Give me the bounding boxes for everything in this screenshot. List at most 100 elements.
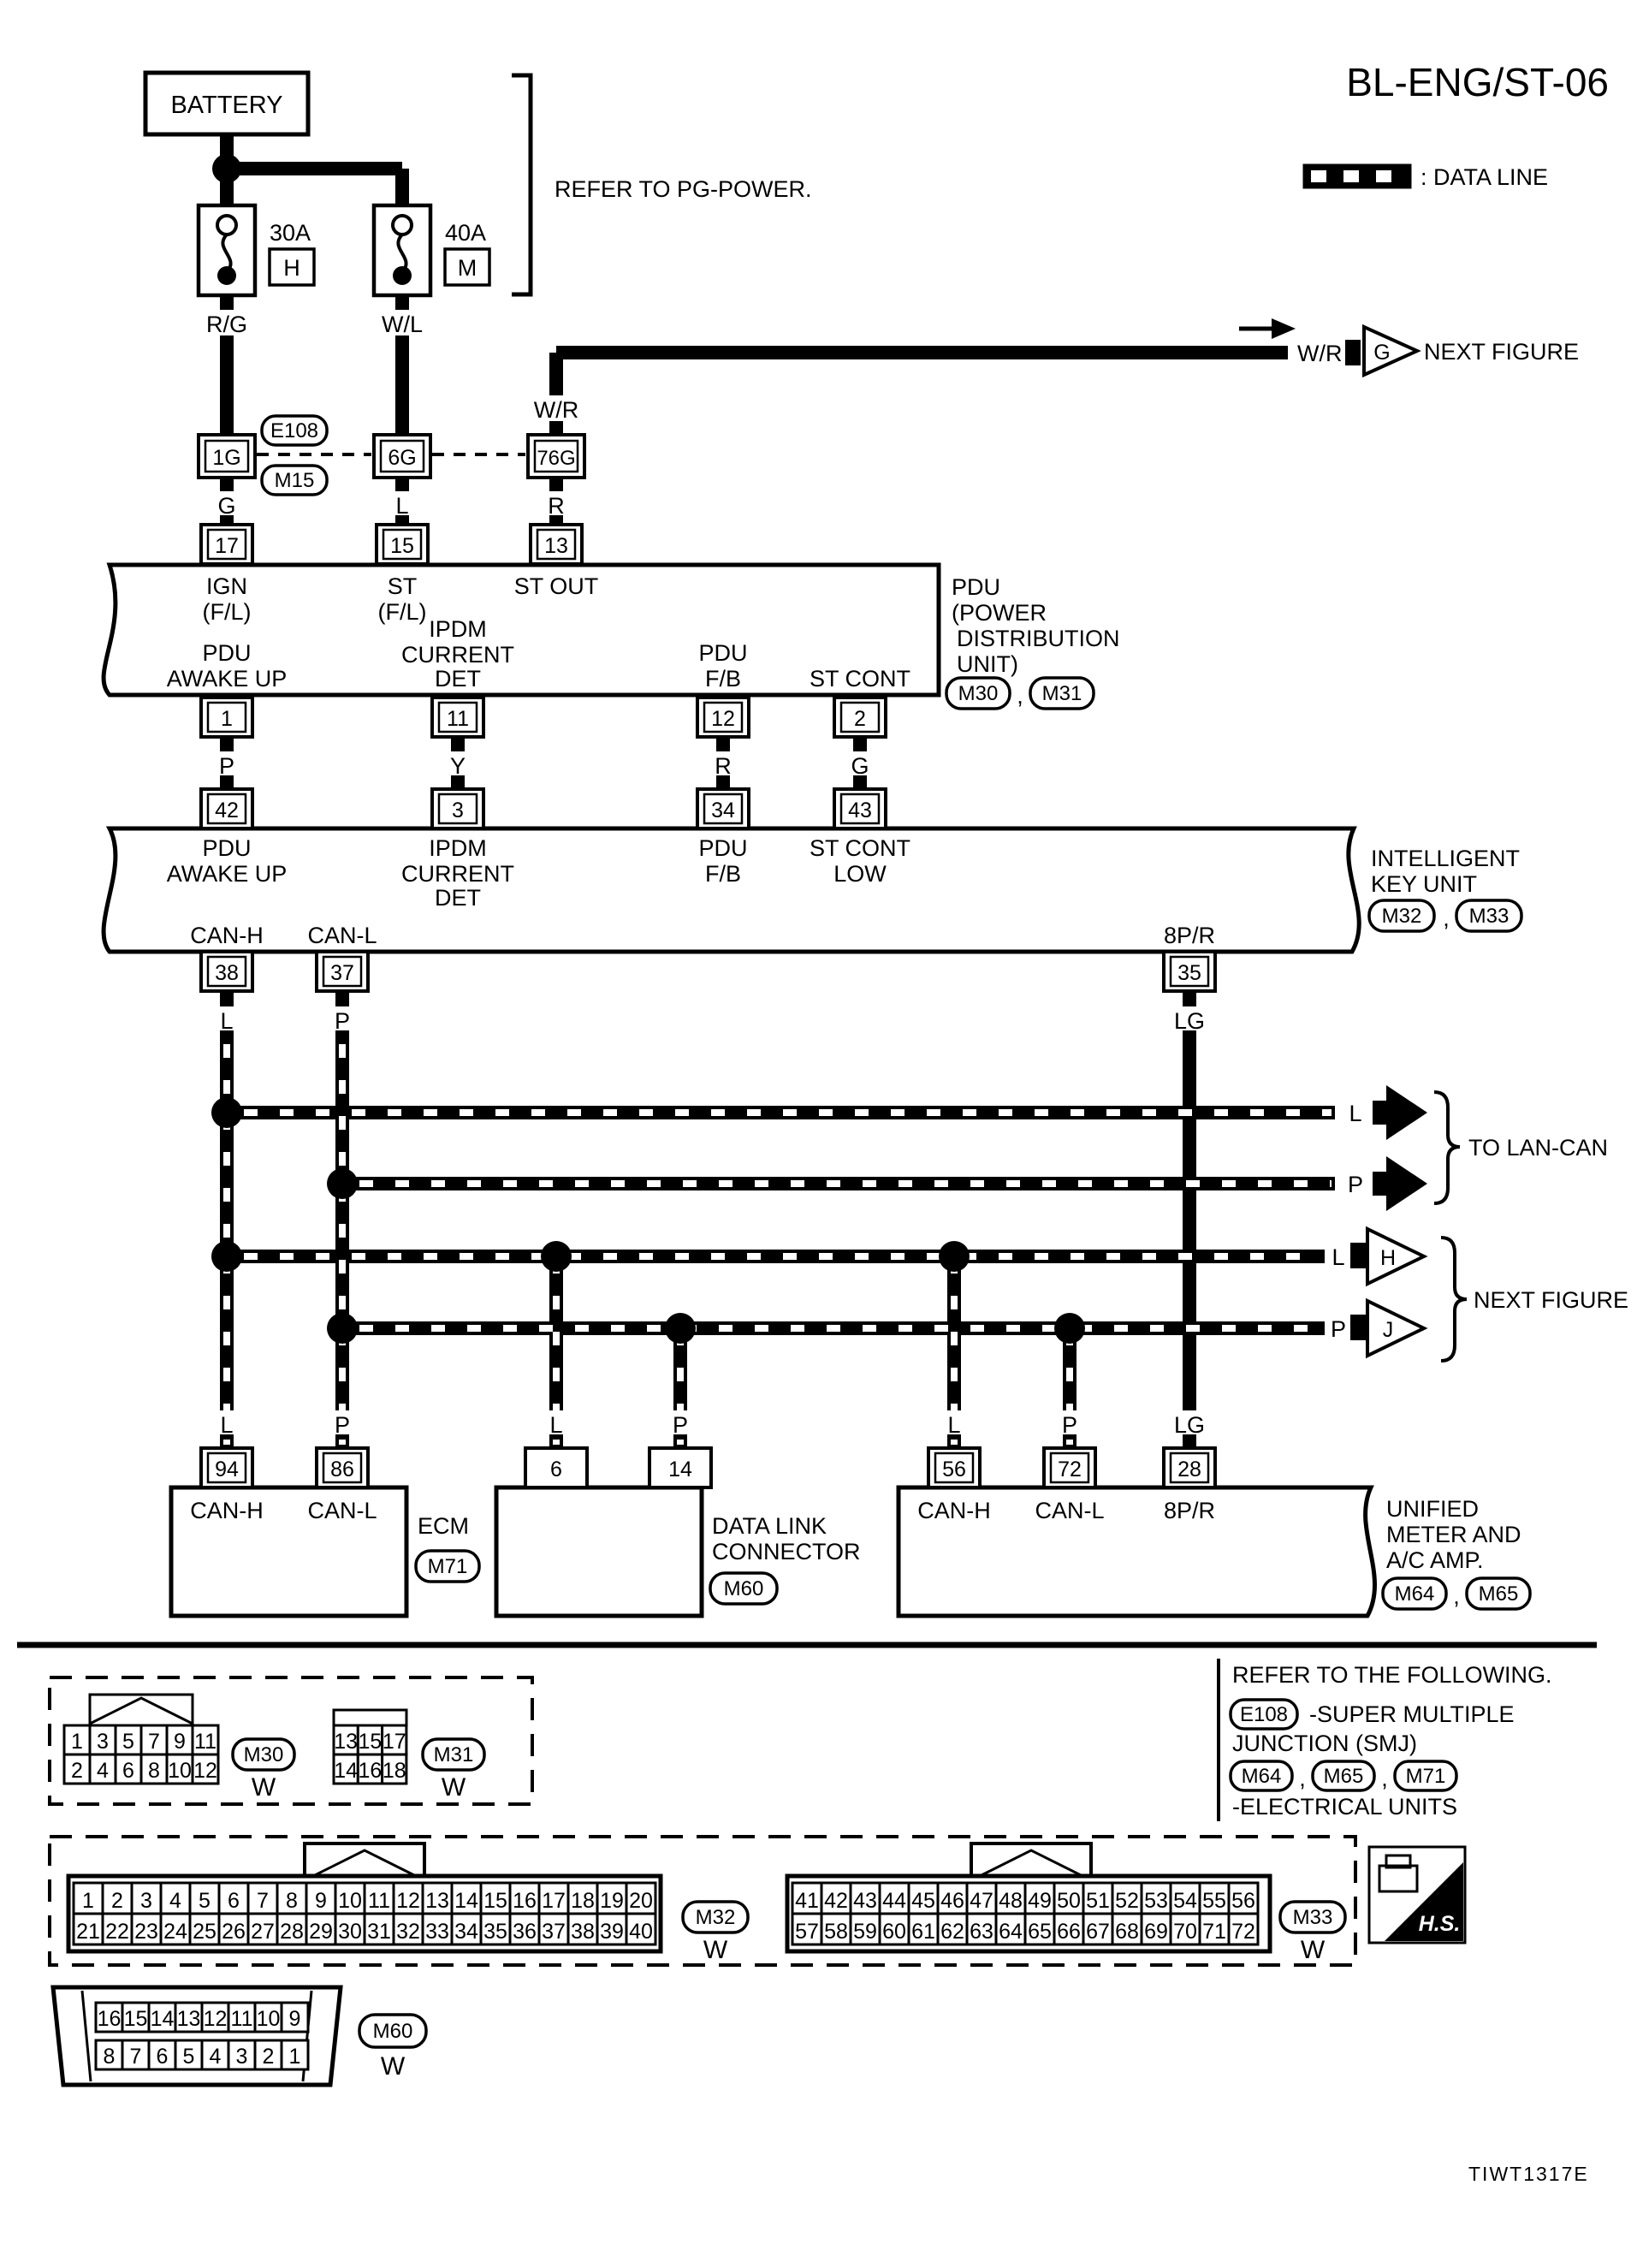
pin-number: 8 [104, 2045, 116, 2069]
iku-name-2: KEY UNIT [1371, 871, 1477, 897]
meter-canl: CAN-L [1035, 1498, 1104, 1523]
pin-number: 36 [513, 1920, 537, 1944]
bottom-pins: 94 86 6 14 56 72 28 [199, 1446, 1217, 1489]
pin-number: 16 [513, 1889, 537, 1913]
m33-ref: M33 [1469, 905, 1509, 928]
pin-cell [121, 2039, 151, 2071]
pin-cell [188, 1912, 221, 1946]
bus-terminations: L P TO LAN-CAN L H P J NEXT FIGURE [1331, 1085, 1628, 1363]
pdu-bottom-pins: 1 11 12 2 [199, 696, 887, 739]
pin-cell [625, 1912, 657, 1946]
next-figure-top: W/R G NEXT FIGURE [1239, 318, 1579, 378]
pin-number: 10 [168, 1759, 192, 1783]
connector-ref-m64 [1381, 1576, 1448, 1611]
pin-number: 71 [1202, 1920, 1226, 1944]
pin-cell [450, 1912, 483, 1946]
pin-43: 43 [848, 799, 872, 822]
wire-r: R [548, 493, 565, 519]
junction-dot [1054, 1313, 1085, 1344]
e108-footer-label: E108 [1240, 1703, 1288, 1726]
junction-dot [212, 154, 241, 183]
to-lan-can-label: TO LAN-CAN [1468, 1135, 1608, 1161]
m60-face-label: M60 [373, 2020, 413, 2043]
pin-number: 58 [824, 1920, 848, 1944]
document-code: TIWT1317E [1468, 2163, 1589, 2185]
pin-number: 11 [368, 1889, 390, 1913]
pin-number: 67 [1086, 1920, 1110, 1944]
pin-number: 52 [1115, 1889, 1139, 1913]
m15-label: M15 [275, 469, 315, 492]
connector-g-id: G [1373, 341, 1390, 365]
connector-group-box-2 [48, 1835, 1357, 1967]
pin-cell [101, 1881, 133, 1915]
pin-number: 43 [853, 1889, 877, 1913]
wire-lg: LG [1174, 1008, 1205, 1034]
pin-number: 3 [97, 1730, 109, 1754]
m33-face-label: M33 [1293, 1906, 1333, 1929]
hs-triangle [1385, 1862, 1463, 1941]
pin-number: 41 [795, 1889, 819, 1913]
wire-b3: L [549, 1412, 562, 1438]
wire-y: Y [450, 753, 466, 779]
m64-ref: M64 [1395, 1582, 1435, 1606]
lan-l-label: L [1349, 1101, 1361, 1126]
pdu-name-3: DISTRIBUTION [957, 626, 1120, 651]
fuse-40a-rating: 40A [445, 220, 486, 246]
connector-j-id: J [1383, 1318, 1394, 1342]
meter-name-1: UNIFIED [1386, 1496, 1479, 1522]
iku-ipdm-2: CURRENT [401, 861, 514, 887]
smj-pin-6g: 6G [388, 446, 416, 470]
pin-42: 42 [215, 799, 239, 822]
pin-number: 11 [194, 1730, 216, 1754]
wire-b5: L [947, 1412, 960, 1438]
pin-cell [191, 1753, 220, 1785]
pin-number: 64 [999, 1920, 1023, 1944]
off-page-connector-h [1366, 1226, 1428, 1287]
junction-dot [541, 1241, 572, 1272]
pin-number: 17 [542, 1889, 566, 1913]
pin-number: 2 [111, 1889, 123, 1913]
m31-face-label: M31 [434, 1743, 474, 1766]
pin-number: 15 [483, 1889, 507, 1913]
pin-number: 7 [148, 1730, 160, 1754]
pin-number: 5 [199, 1889, 211, 1913]
pin-cell [227, 2001, 257, 2033]
pg-power-bracket [512, 73, 533, 297]
refer-pg-power-label: REFER TO PG-POWER. [555, 176, 812, 202]
pin-number: 14 [151, 2007, 175, 2031]
junction-dot [665, 1313, 696, 1344]
pin-number: 8 [286, 1889, 298, 1913]
m33-face-ref [1278, 1900, 1347, 1934]
smj-pin-76g: 76G [537, 447, 575, 470]
pin-cell [381, 1724, 408, 1756]
pin-94: 94 [215, 1458, 239, 1481]
pdu-name-4: UNIT) [957, 651, 1018, 677]
next-p-label: P [1331, 1316, 1346, 1342]
data-lines [211, 952, 1335, 1448]
data-line-legend-label: : DATA LINE [1421, 164, 1548, 190]
pin-number: 46 [940, 1889, 964, 1913]
pin-cell [246, 1912, 279, 1946]
pin-number: 12 [204, 2007, 228, 2031]
comma: , [1443, 905, 1450, 931]
pin-cell [791, 1912, 823, 1946]
m31-face-ref [421, 1737, 486, 1772]
m31-ref: M31 [1042, 682, 1082, 705]
wire-canl-p: P [335, 1008, 350, 1034]
pin-cell [566, 1912, 599, 1946]
pin-number: 49 [1028, 1889, 1052, 1913]
m71-footer: M71 [1406, 1765, 1446, 1788]
pin-number: 6 [228, 1889, 240, 1913]
pin-3: 3 [452, 799, 464, 822]
connector-group-box-1 [48, 1676, 534, 1806]
wire-wr: W/R [534, 397, 578, 423]
pin-cell [508, 1881, 541, 1915]
pin-cell [392, 1912, 424, 1946]
pin-number: 12 [193, 1759, 217, 1783]
smj-pin-1g: 1G [212, 446, 240, 470]
meter-name-2: METER AND [1386, 1522, 1521, 1547]
